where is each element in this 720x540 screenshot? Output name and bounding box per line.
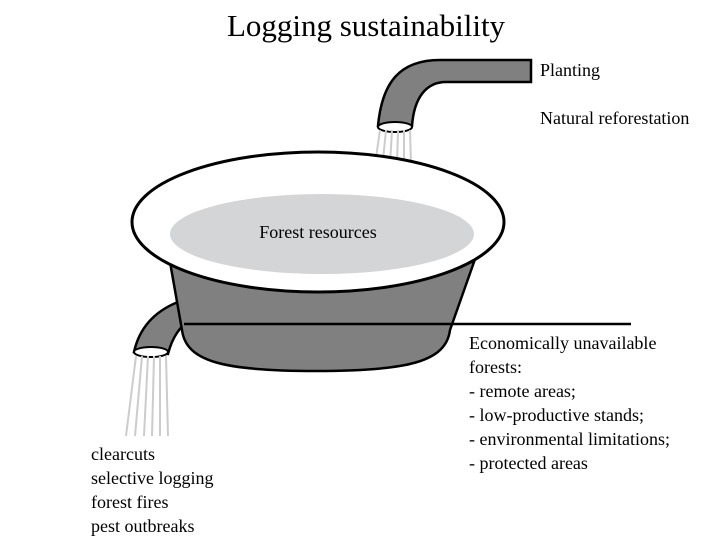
output-label-clearcuts: clearcuts [91, 444, 155, 464]
output-label-forest-fires: forest fires [91, 492, 169, 512]
unavailable-item: - protected areas [469, 453, 588, 473]
unavailable-item: - environmental limitations; [469, 429, 670, 449]
unavailable-heading-line-2: forests: [469, 357, 522, 377]
diagram-title: Logging sustainability [226, 8, 506, 43]
inflow-pipe [376, 58, 533, 128]
outputs-block: clearcuts selective logging forest fires… [91, 442, 213, 538]
unavailable-heading-line-1: Economically unavailable [469, 333, 657, 353]
outflow-pipe-mouth [133, 346, 169, 358]
inflow-pipe-mouth [377, 121, 413, 133]
forest-resources-label: Forest resources [259, 222, 377, 242]
output-label-pest-outbreaks: pest outbreaks [91, 516, 195, 536]
unavailable-item: - remote areas; [469, 381, 576, 401]
outflow-stream [125, 355, 169, 437]
forest-resources-pool [170, 194, 474, 274]
basin-body [168, 260, 476, 373]
unavailable-item: - low-productive stands; [469, 405, 644, 425]
output-label-selective-logging: selective logging [91, 468, 214, 488]
input-label-natural-reforestation: Natural reforestation [540, 108, 690, 128]
unavailable-forests-block: Economically unavailable forests: - remo… [469, 331, 670, 475]
input-label-planting: Planting [540, 60, 601, 80]
